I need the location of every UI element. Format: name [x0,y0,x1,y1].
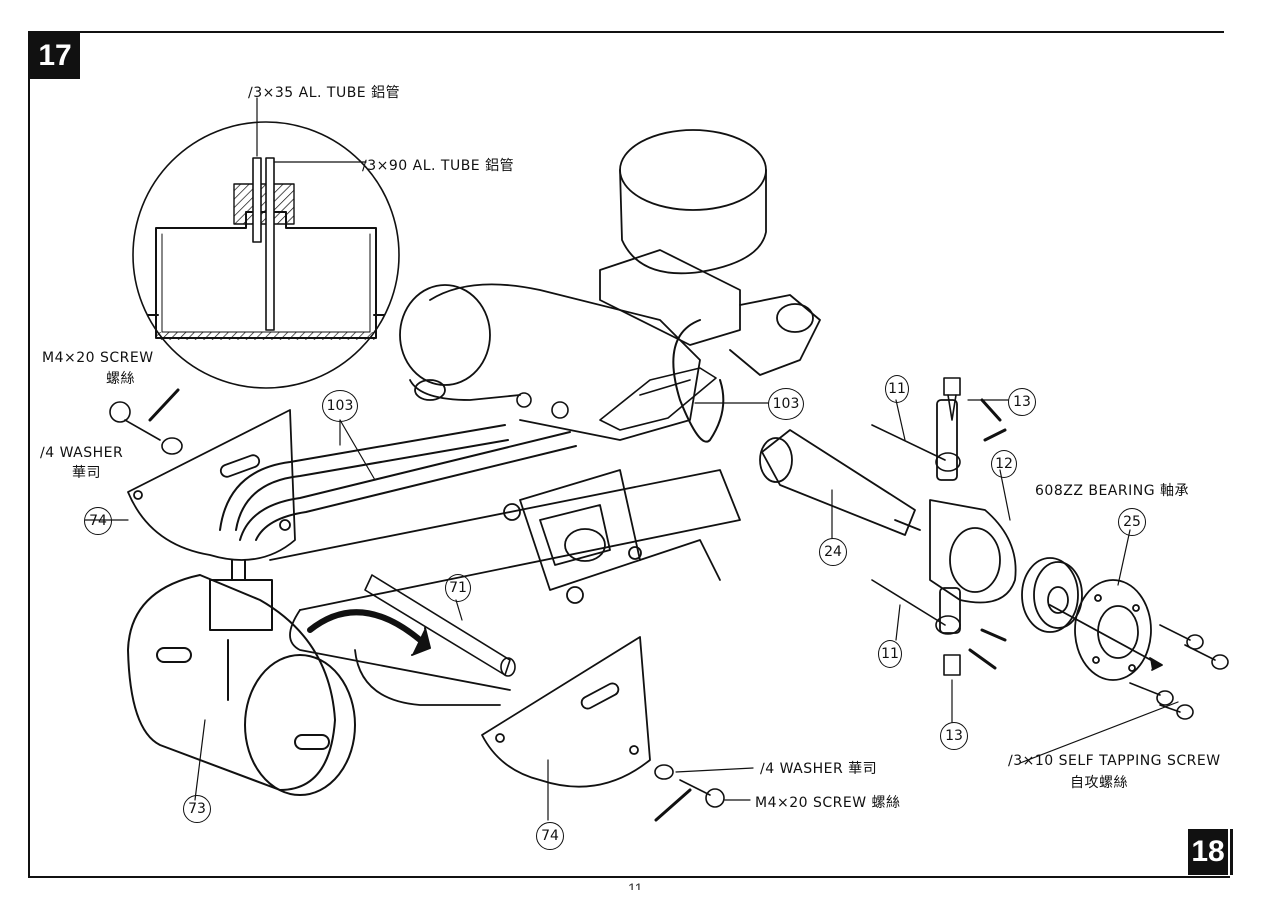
bottom-screw [654,764,725,822]
callout-part-74-right: 74 [536,822,564,850]
leader-lines [84,399,1179,821]
hub-carrier [929,399,1017,634]
bracket-left [127,409,296,561]
label-tube-90: ∕3×90 AL. TUBE 鋁管 [362,158,515,174]
label-screw-bottom: M4×20 SCREW 螺絲 [755,795,901,811]
frame-top-rule [28,31,1224,33]
label-tapping-screw-cn: 自攻螺絲 [1070,775,1128,791]
callout-part-103-right: 103 [768,388,804,420]
frame-left-rule [28,31,30,877]
rotation-arrow [307,609,431,656]
callout-part-11-bottom: 11 [878,640,902,668]
bracket-right [481,636,651,788]
callout-part-11-top: 11 [885,375,909,403]
callout-part-103-left: 103 [322,390,358,422]
rod [364,574,516,677]
kingpin-bolts [871,424,961,635]
tapping-screws [1129,624,1229,720]
retaining-plate [1049,579,1163,681]
label-washer-left: ∕4 WASHER [40,445,124,461]
label-bearing: 608ZZ BEARING 軸承 [1035,483,1190,499]
callout-part-13-bottom: 13 [940,722,968,750]
callout-part-74-left: 74 [84,507,112,535]
bolt-hardware [943,377,1007,676]
step-number-badge: 17 [30,33,80,79]
chassis-frame [269,469,741,706]
engine [399,129,821,441]
label-washer-bottom: ∕4 WASHER 華司 [760,761,878,777]
page-number: 11 [628,880,643,890]
label-tube-35: ∕3×35 AL. TUBE 鋁管 [248,85,401,101]
next-step-number-badge: 18 [1188,829,1233,875]
callout-part-71: 71 [445,574,471,602]
label-tapping-screw: ∕3×10 SELF TAPPING SCREW [1008,753,1221,769]
callout-part-13-top: 13 [1008,388,1036,416]
fuel-tank [127,559,356,796]
axle [759,429,921,536]
callout-part-25: 25 [1118,508,1146,536]
fuel-tubing [219,319,725,541]
label-screw-left-cn: 螺絲 [106,371,135,387]
label-screw-left: M4×20 SCREW [42,350,154,366]
frame-bottom-rule [28,876,1230,878]
callout-part-24: 24 [819,538,847,566]
callout-part-12: 12 [991,450,1017,478]
carburetor-fitting [516,367,717,431]
tank-cross-section-inset [132,97,400,389]
callout-part-73: 73 [183,795,211,823]
left-screw [109,388,183,455]
bearing [1021,557,1083,633]
label-washer-left-cn: 華司 [72,465,101,481]
